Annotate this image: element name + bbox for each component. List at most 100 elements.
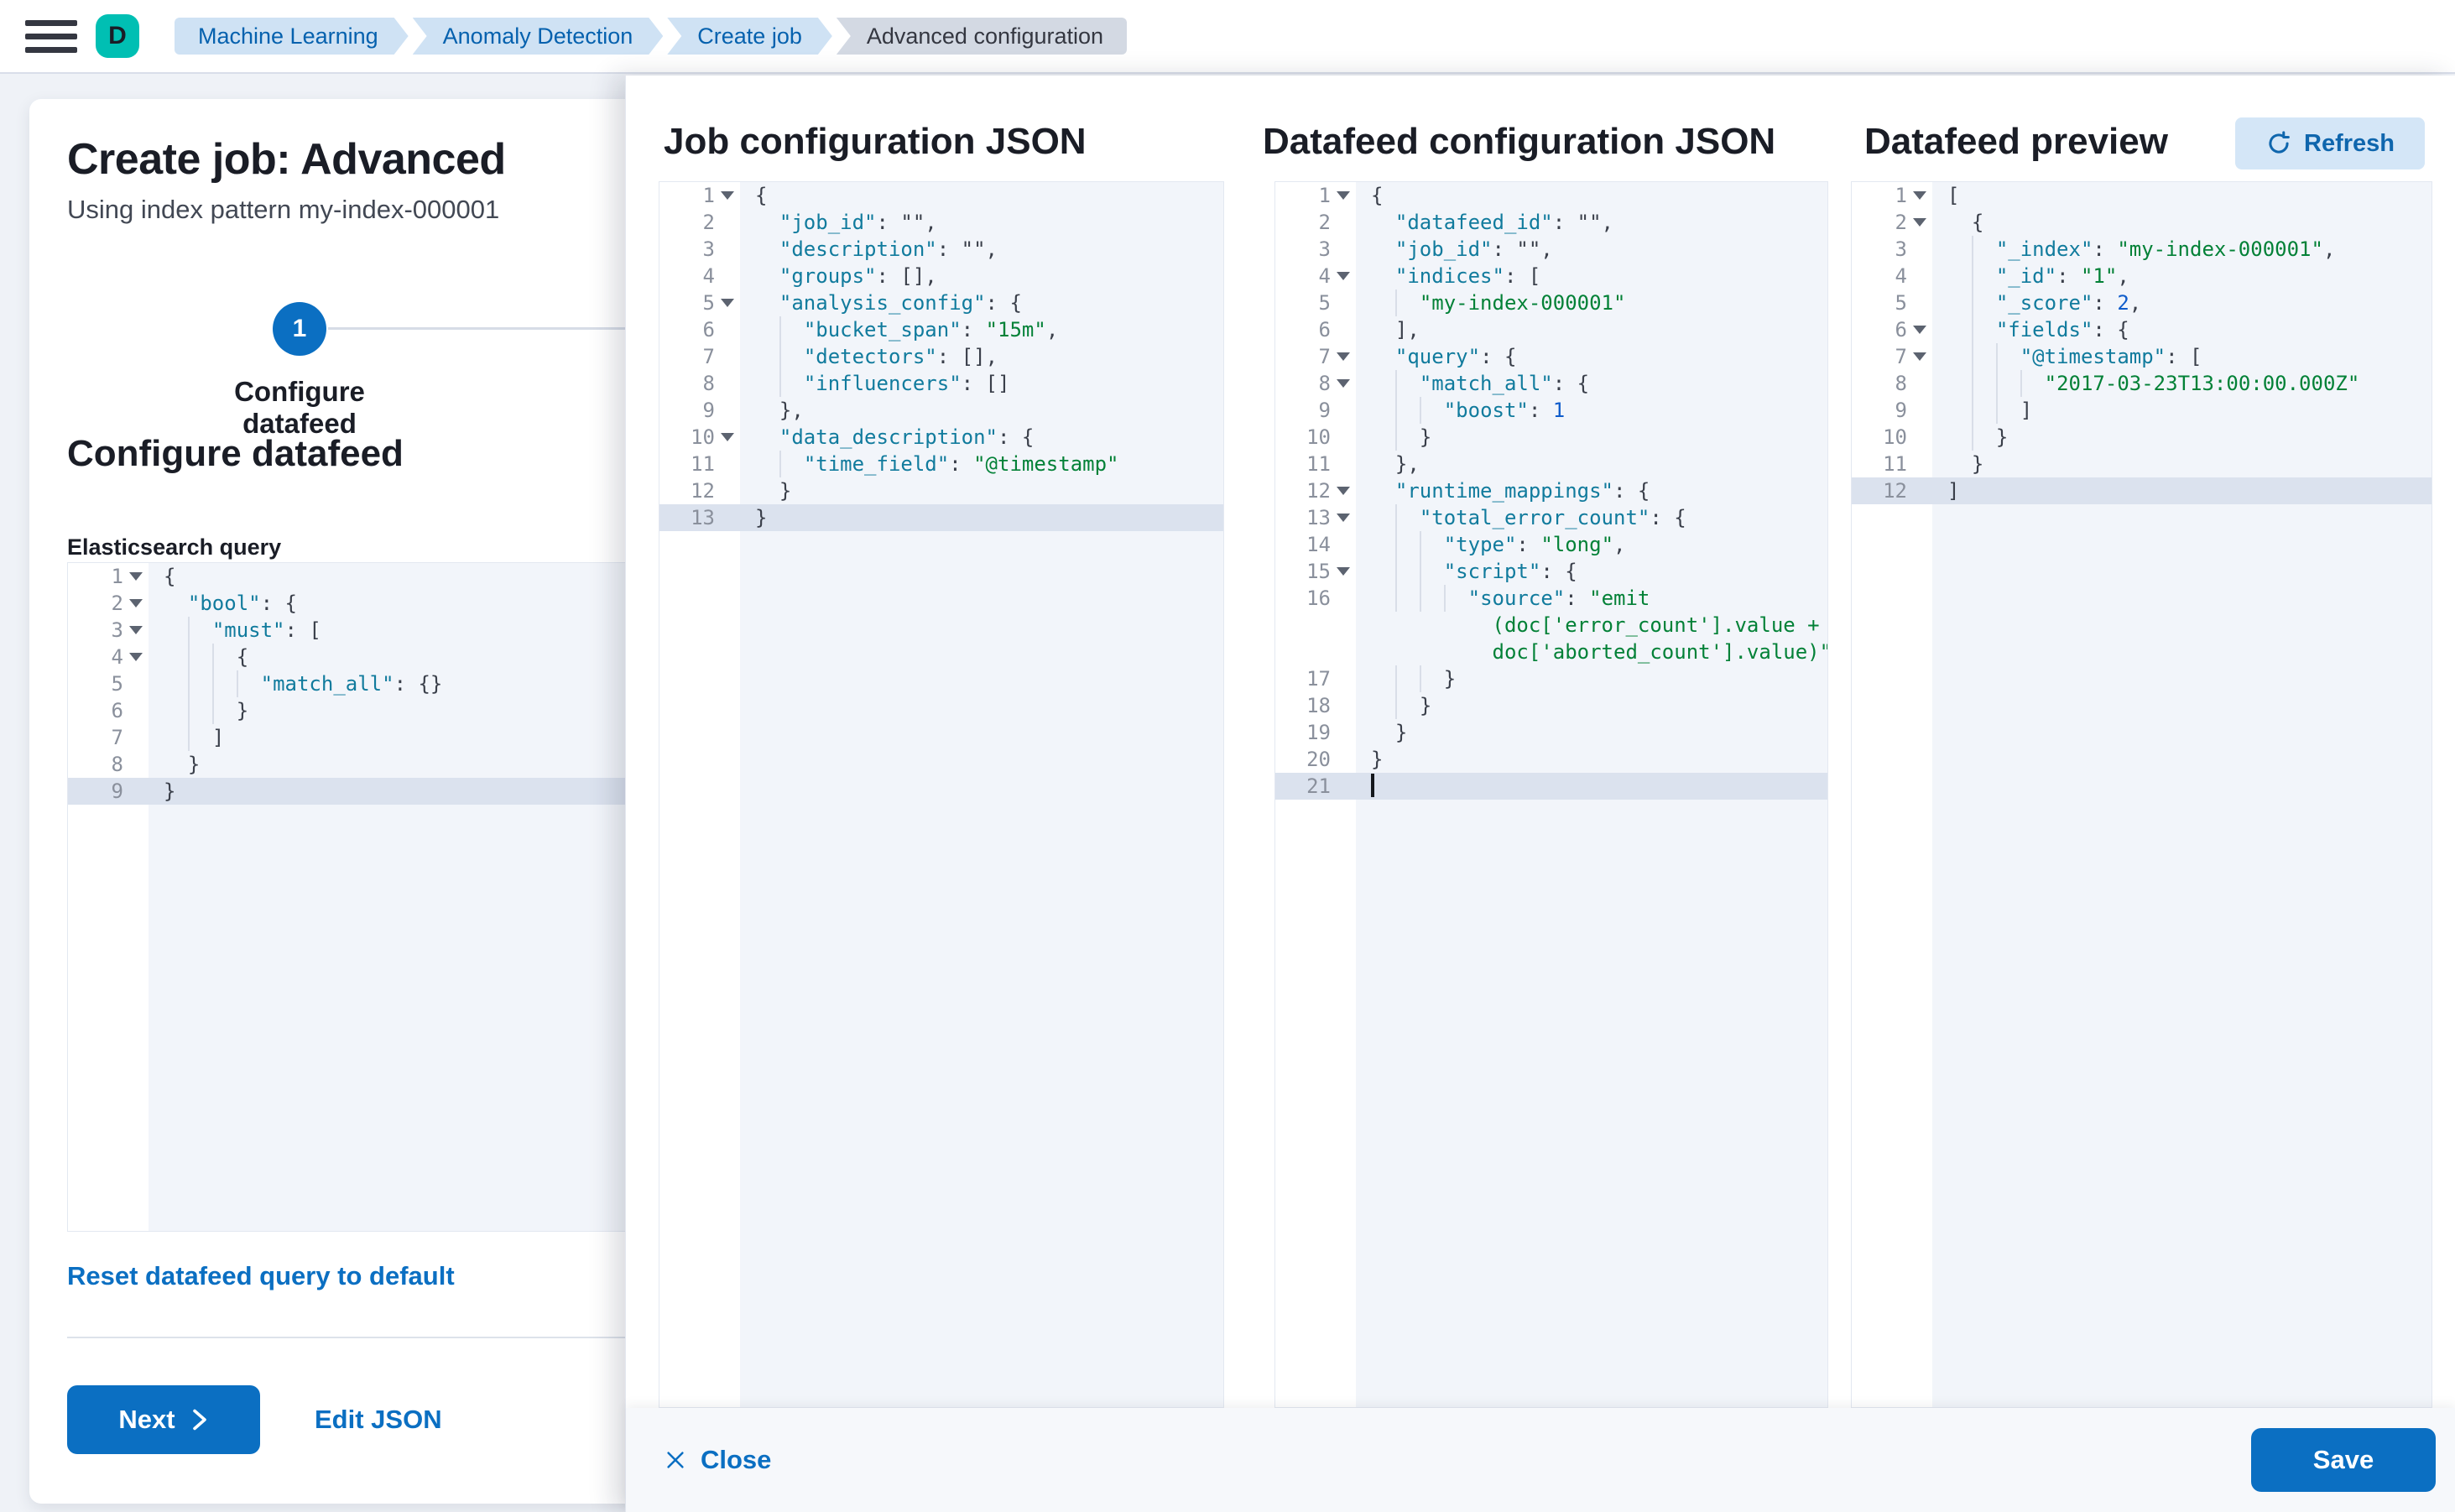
code-line: 18 }	[1306, 694, 1432, 717]
fold-arrow-icon[interactable]	[1337, 567, 1350, 576]
fold-arrow-icon[interactable]	[1913, 326, 1926, 334]
code-line: 2 "datafeed_id": "",	[1318, 211, 1613, 234]
line-number: 9	[111, 779, 123, 803]
index-pattern-subtitle: Using index pattern my-index-000001	[67, 195, 500, 224]
line-number: 20	[1306, 748, 1331, 771]
line-number: 4	[1318, 264, 1331, 288]
line-number: 4	[111, 645, 123, 669]
code-line: 4 {	[111, 645, 249, 669]
code-line: 4 "indices": [	[1318, 264, 1541, 288]
datafeed-preview-editor[interactable]: 1[2 {3 "_index": "my-index-000001",4 "_i…	[1851, 181, 2432, 1408]
line-number: 8	[111, 753, 123, 776]
line-number: 9	[1318, 399, 1331, 422]
code-line: 1[	[1895, 184, 1960, 207]
fold-arrow-icon[interactable]	[1337, 514, 1350, 522]
fold-arrow-icon[interactable]	[1337, 487, 1350, 495]
datafeed-config-title: Datafeed configuration JSON	[1263, 121, 1776, 162]
code-line: 6 "fields": {	[1895, 318, 2129, 342]
page-title: Create job: Advanced	[67, 135, 506, 184]
text-cursor	[1371, 774, 1374, 797]
avatar[interactable]: D	[96, 14, 139, 58]
fold-arrow-icon[interactable]	[129, 626, 143, 634]
code-line: 9 },	[702, 399, 804, 422]
elasticsearch-query-label: Elasticsearch query	[67, 534, 282, 560]
line-number: 7	[702, 345, 715, 368]
arrow-right-icon	[192, 1409, 206, 1431]
fold-arrow-icon[interactable]	[1337, 272, 1350, 280]
fold-arrow-icon[interactable]	[1337, 379, 1350, 388]
save-button[interactable]: Save	[2251, 1428, 2436, 1492]
menu-icon[interactable]	[25, 16, 77, 56]
code-line: 11 },	[1306, 452, 1420, 476]
elasticsearch-query-editor[interactable]: 1{2 "bool": {3 "must": [4 {5 "match_all"…	[67, 562, 636, 1232]
line-number: 11	[1306, 452, 1331, 476]
edit-json-link[interactable]: Edit JSON	[315, 1405, 442, 1434]
code-line: 20}	[1306, 748, 1384, 771]
reset-datafeed-query-link[interactable]: Reset datafeed query to default	[67, 1261, 455, 1290]
line-number: 3	[111, 618, 123, 642]
breadcrumb-anomaly-detection[interactable]: Anomaly Detection	[413, 18, 664, 55]
line-number: 12	[1306, 479, 1331, 503]
fold-arrow-icon[interactable]	[721, 299, 734, 307]
fold-arrow-icon[interactable]	[129, 599, 143, 607]
divider	[67, 1337, 636, 1338]
job-config-editor[interactable]: 1{2 "job_id": "",3 "description": "",4 "…	[659, 181, 1224, 1408]
code-line: 3 "_index": "my-index-000001",	[1895, 237, 2336, 261]
code-line: 4 "groups": [],	[702, 264, 937, 288]
fold-arrow-icon[interactable]	[129, 572, 143, 581]
line-number: 4	[702, 264, 715, 288]
line-number: 2	[702, 211, 715, 234]
code-line: 17 }	[1306, 667, 1457, 691]
code-line: 8 "influencers": []	[702, 372, 1010, 395]
fold-arrow-icon[interactable]	[1913, 191, 1926, 200]
code-line: 1{	[702, 184, 768, 207]
line-number: 7	[1895, 345, 1907, 368]
fold-arrow-icon[interactable]	[721, 433, 734, 441]
fold-arrow-icon[interactable]	[721, 191, 734, 200]
code-line: 10 }	[1883, 425, 2009, 449]
breadcrumb-create-job[interactable]: Create job	[667, 18, 832, 55]
line-number: 2	[1895, 211, 1907, 234]
code-line: 1{	[111, 565, 176, 588]
datafeed-config-editor[interactable]: 1{2 "datafeed_id": "",3 "job_id": "",4 "…	[1274, 181, 1828, 1408]
code-line: 15 "script": {	[1306, 560, 1577, 583]
fold-arrow-icon[interactable]	[1337, 352, 1350, 361]
code-line: 11 "time_field": "@timestamp"	[691, 452, 1119, 476]
code-line: 16 "source": "emit	[1306, 587, 1650, 610]
code-line: 9 "boost": 1	[1318, 399, 1566, 422]
next-button[interactable]: Next	[67, 1385, 260, 1454]
fold-arrow-icon[interactable]	[129, 653, 143, 661]
line-number: 6	[1895, 318, 1907, 342]
code-line: (doc['error_count'].value +	[1492, 613, 1820, 637]
close-button[interactable]: Close	[664, 1445, 771, 1475]
refresh-button[interactable]: Refresh	[2235, 117, 2425, 169]
code-line: 14 "type": "long",	[1306, 533, 1626, 556]
line-number: 7	[1318, 345, 1331, 368]
code-line: 11 }	[1883, 452, 1984, 476]
fold-arrow-icon[interactable]	[1913, 218, 1926, 227]
line-number: 11	[691, 452, 715, 476]
breadcrumb-machine-learning[interactable]: Machine Learning	[175, 18, 409, 55]
line-number: 2	[1318, 211, 1331, 234]
line-number: 5	[111, 672, 123, 696]
fold-arrow-icon[interactable]	[1913, 352, 1926, 361]
line-number: 11	[1883, 452, 1907, 476]
line-number: 8	[1318, 372, 1331, 395]
code-line: 13}	[659, 504, 1223, 531]
code-line: 7 "@timestamp": [	[1895, 345, 2202, 368]
code-line: 10 "data_description": {	[691, 425, 1035, 449]
code-line: 12 }	[691, 479, 792, 503]
code-line: 6 }	[111, 699, 249, 722]
line-number: 12	[1883, 479, 1907, 503]
line-number: 1	[1318, 184, 1331, 207]
stepper-line	[328, 327, 638, 330]
code-line: doc['aborted_count'].value)"	[1492, 640, 1828, 664]
line-number: 8	[1895, 372, 1907, 395]
fold-arrow-icon[interactable]	[1337, 191, 1350, 200]
step-1-indicator[interactable]: 1	[273, 302, 326, 356]
code-line: 7 "detectors": [],	[702, 345, 998, 368]
code-line: 5 "match_all": {}	[111, 672, 443, 696]
code-line: 9 ]	[1895, 399, 2033, 422]
code-line: 8 "2017-03-23T13:00:00.000Z"	[1895, 372, 2360, 395]
step-1-label: Configure datafeed	[234, 376, 365, 439]
